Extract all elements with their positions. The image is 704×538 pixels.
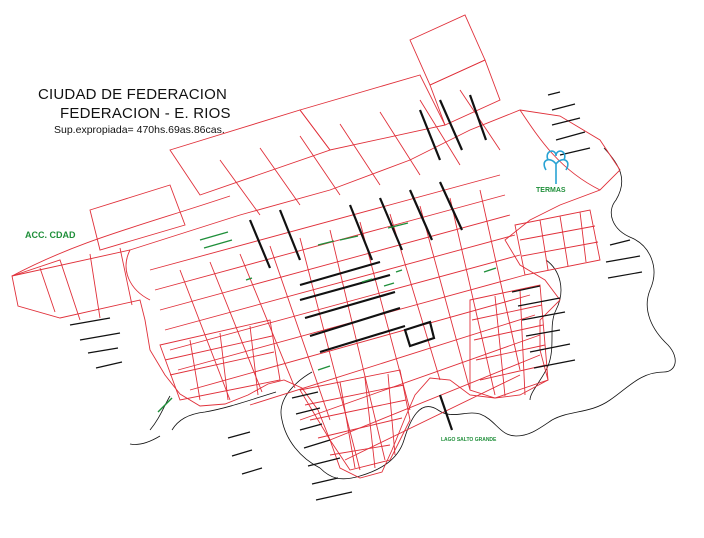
map-title: CIUDAD DE FEDERACION [38,86,228,103]
street-network [11,14,621,479]
lake-shoreline [129,147,676,480]
expropriated-strips [248,94,488,431]
map-subtitle: FEDERACION - E. RIOS [60,105,231,122]
access-label: ACC. CDAD [25,230,76,240]
termas-label: TERMAS [536,187,566,194]
area-note: Sup.expropiada= 470hs.69as.86cas. [54,124,225,136]
termas-icon [543,150,569,184]
green-place-marks [157,222,497,413]
street-name-labels [69,91,643,501]
lake-label: LAGO SALTO GRANDE [441,437,497,443]
